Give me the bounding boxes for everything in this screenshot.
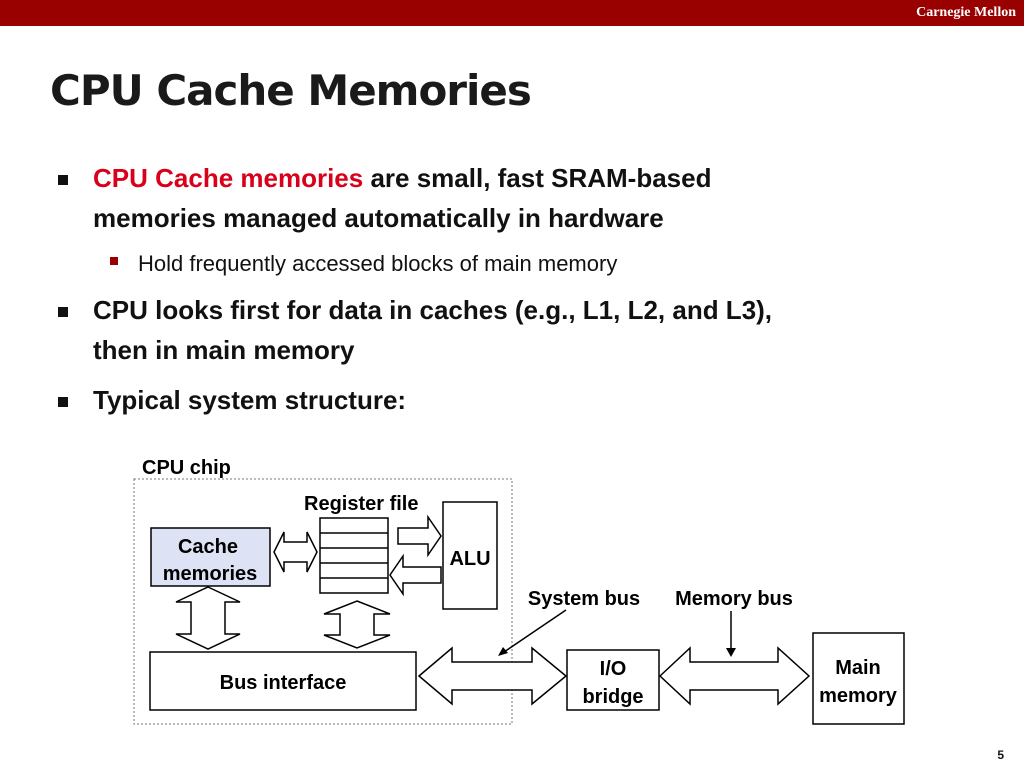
sub-bullet-marker <box>110 257 118 265</box>
cpu-chip-label: CPU chip <box>142 457 231 479</box>
alu-label: ALU <box>449 548 490 570</box>
bullet-1-line-2: memories managed automatically in hardwa… <box>93 203 664 233</box>
alu-box <box>442 501 498 610</box>
main-memory-box <box>812 632 905 725</box>
cache-register-arrow <box>273 531 318 573</box>
bullet-marker-3 <box>58 397 68 407</box>
bus-interface-label: Bus interface <box>220 672 347 694</box>
alu-to-register-arrow <box>389 553 442 597</box>
bullet-marker-2 <box>58 307 68 317</box>
io-bridge-box <box>566 649 660 711</box>
system-bus-label: System bus <box>528 588 640 610</box>
page-number: 5 <box>997 748 1004 762</box>
register-bus-arrow <box>323 600 391 649</box>
bullet-marker-1 <box>58 175 68 185</box>
bus-interface-box <box>149 651 417 711</box>
io-bridge-label-1: I/O <box>600 658 627 680</box>
cache-label-2: memories <box>163 563 258 585</box>
cache-bus-arrow <box>175 586 241 650</box>
bullet-2-line-2: then in main memory <box>93 335 355 365</box>
bullet-2-line-1: CPU looks first for data in caches (e.g.… <box>93 295 773 325</box>
bullet-1-rest: are small, fast SRAM-based <box>363 163 712 193</box>
bullet-3-line-1: Typical system structure: <box>93 385 407 415</box>
io-bridge-label-2: bridge <box>582 686 643 708</box>
system-bus-pointer-head <box>498 647 508 656</box>
cpu-chip-boundary <box>133 478 513 725</box>
memory-bus-pointer-head <box>726 648 736 657</box>
main-memory-label-2: memory <box>819 685 898 707</box>
system-bus-arrow <box>417 646 568 706</box>
memory-bus-label: Memory bus <box>675 588 793 610</box>
memory-bus-arrow <box>658 646 811 706</box>
slide-title: CPU Cache Memories <box>50 66 532 115</box>
sub-bullet-text: Hold frequently accessed blocks of main … <box>138 251 618 276</box>
header-bar: Carnegie Mellon <box>0 0 1024 26</box>
register-file <box>319 517 389 594</box>
bullet-1-highlight: CPU Cache memories <box>93 163 364 193</box>
register-file-label: Register file <box>304 493 418 515</box>
main-memory-label-1: Main <box>835 657 881 679</box>
register-to-alu-arrow <box>397 514 442 558</box>
bullet-1-line-1: CPU Cache memories are small, fast SRAM-… <box>93 163 711 194</box>
brand-name: Carnegie Mellon <box>916 5 1016 20</box>
cache-memories-box <box>150 527 271 587</box>
cache-label-1: Cache <box>178 536 238 558</box>
system-bus-pointer <box>503 609 567 653</box>
